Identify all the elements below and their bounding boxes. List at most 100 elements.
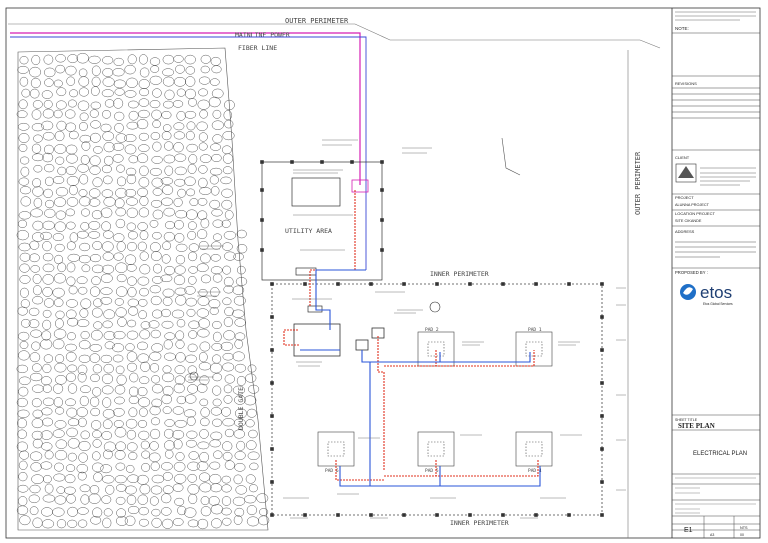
gravel-stone (236, 265, 246, 275)
gravel-stone (53, 473, 66, 482)
gravel-stone (92, 430, 102, 439)
gravel-stone (233, 429, 245, 439)
fence-post (336, 282, 340, 286)
gravel-stone (198, 351, 208, 363)
pads (317, 331, 553, 467)
gravel-stone (93, 146, 103, 154)
paper-size: A3 (710, 533, 714, 537)
fence-post (600, 348, 604, 352)
gravel-stone (189, 198, 199, 207)
fence-posts (260, 160, 604, 517)
gravel-stone (150, 428, 161, 440)
gravel-stone (221, 145, 232, 155)
gravel-stone (150, 295, 162, 306)
gravel-stone (200, 274, 212, 284)
gravel-stone (196, 121, 208, 132)
gravel-stone (103, 196, 116, 207)
gravel-stone (137, 353, 150, 363)
gravel-stone (91, 264, 104, 274)
gravel-stone (185, 130, 195, 141)
gravel-stone (113, 98, 124, 109)
gravel-stone (151, 155, 163, 164)
gravel-stone (161, 493, 172, 504)
gravel-stone (232, 285, 245, 295)
gravel-stone (184, 394, 197, 404)
gravel-stone (150, 242, 161, 253)
gravel-stone (53, 397, 63, 408)
gravel-stone (65, 351, 77, 362)
gravel-stone (54, 449, 68, 461)
gravel-stone (20, 299, 30, 309)
gravel-stone (29, 88, 40, 99)
gravel-stone (223, 384, 233, 394)
gravel-stone (172, 483, 184, 492)
gravel-stone (126, 77, 138, 88)
gravel-stone (90, 516, 102, 525)
project-label: PROJECT (675, 195, 694, 200)
gravel-stone (88, 221, 101, 230)
gravel-stone (101, 385, 114, 395)
fence-post (501, 282, 505, 286)
fence-post (567, 513, 571, 517)
gravel-stone (137, 341, 148, 351)
gravel-stone (66, 262, 76, 273)
gravel-stone (211, 65, 222, 74)
gravel-stone (139, 67, 150, 78)
gravel-stone (89, 353, 101, 363)
gravel-stone (212, 354, 222, 364)
gravel-stone (196, 308, 209, 318)
gravel-stone (222, 242, 233, 251)
gravel-stone (232, 351, 245, 362)
gravel-stone (210, 266, 223, 275)
gravel-stone (52, 233, 64, 242)
gravel-stone (174, 419, 187, 428)
gravel-stone (128, 395, 139, 405)
gravel-stone (138, 132, 149, 141)
gravel-stone (222, 297, 232, 306)
gravel-stone (66, 197, 79, 207)
gravel-stone (200, 407, 210, 418)
gravel-stone (28, 319, 40, 329)
gravel-stone (77, 519, 88, 528)
gravel-stone (76, 463, 89, 474)
gravel-stone (66, 372, 76, 382)
pad-1-outline (515, 331, 553, 367)
gravel-stone (55, 354, 65, 364)
gravel-stone (115, 187, 128, 199)
gravel-stone (224, 119, 234, 129)
gravel-stone (68, 130, 79, 140)
proposed-by-label: PROPOSED BY : (675, 270, 708, 275)
gravel-stone (188, 266, 198, 274)
gravel-stone (164, 428, 174, 439)
gravel-stone (164, 449, 174, 459)
gravel-stone (78, 76, 90, 87)
gravel-stone (92, 387, 102, 397)
gravel-stone (115, 133, 127, 143)
gravel-stone (65, 208, 75, 217)
gravel-stone (188, 493, 198, 505)
gravel-stone (188, 275, 197, 285)
gravel-stone (78, 286, 88, 295)
gravel-stone (18, 133, 30, 143)
gravel-stone (19, 275, 31, 284)
gravel-stone (126, 362, 138, 372)
gravel-stone (90, 407, 101, 417)
gravel-stone (124, 64, 136, 75)
gravel-stone (177, 505, 187, 516)
gravel-stone (256, 493, 269, 504)
gravel-stone (80, 222, 90, 231)
gravel-stone (115, 365, 125, 375)
gravel-stone (30, 265, 40, 273)
gravel-stone (138, 177, 150, 188)
gravel-stone (101, 495, 112, 504)
gravel-stone (112, 68, 125, 77)
gravel-stone (79, 112, 89, 122)
gravel-stone (246, 440, 257, 450)
gravel-stone (54, 221, 66, 232)
gravel-stone (196, 383, 208, 393)
inner-perimeter-bottom-label: INNER PERIMETER (450, 519, 509, 527)
gravel-stone (104, 99, 115, 108)
gravel-stone (43, 474, 52, 484)
gravel-stone (43, 54, 54, 65)
gravel-stone (209, 362, 223, 374)
